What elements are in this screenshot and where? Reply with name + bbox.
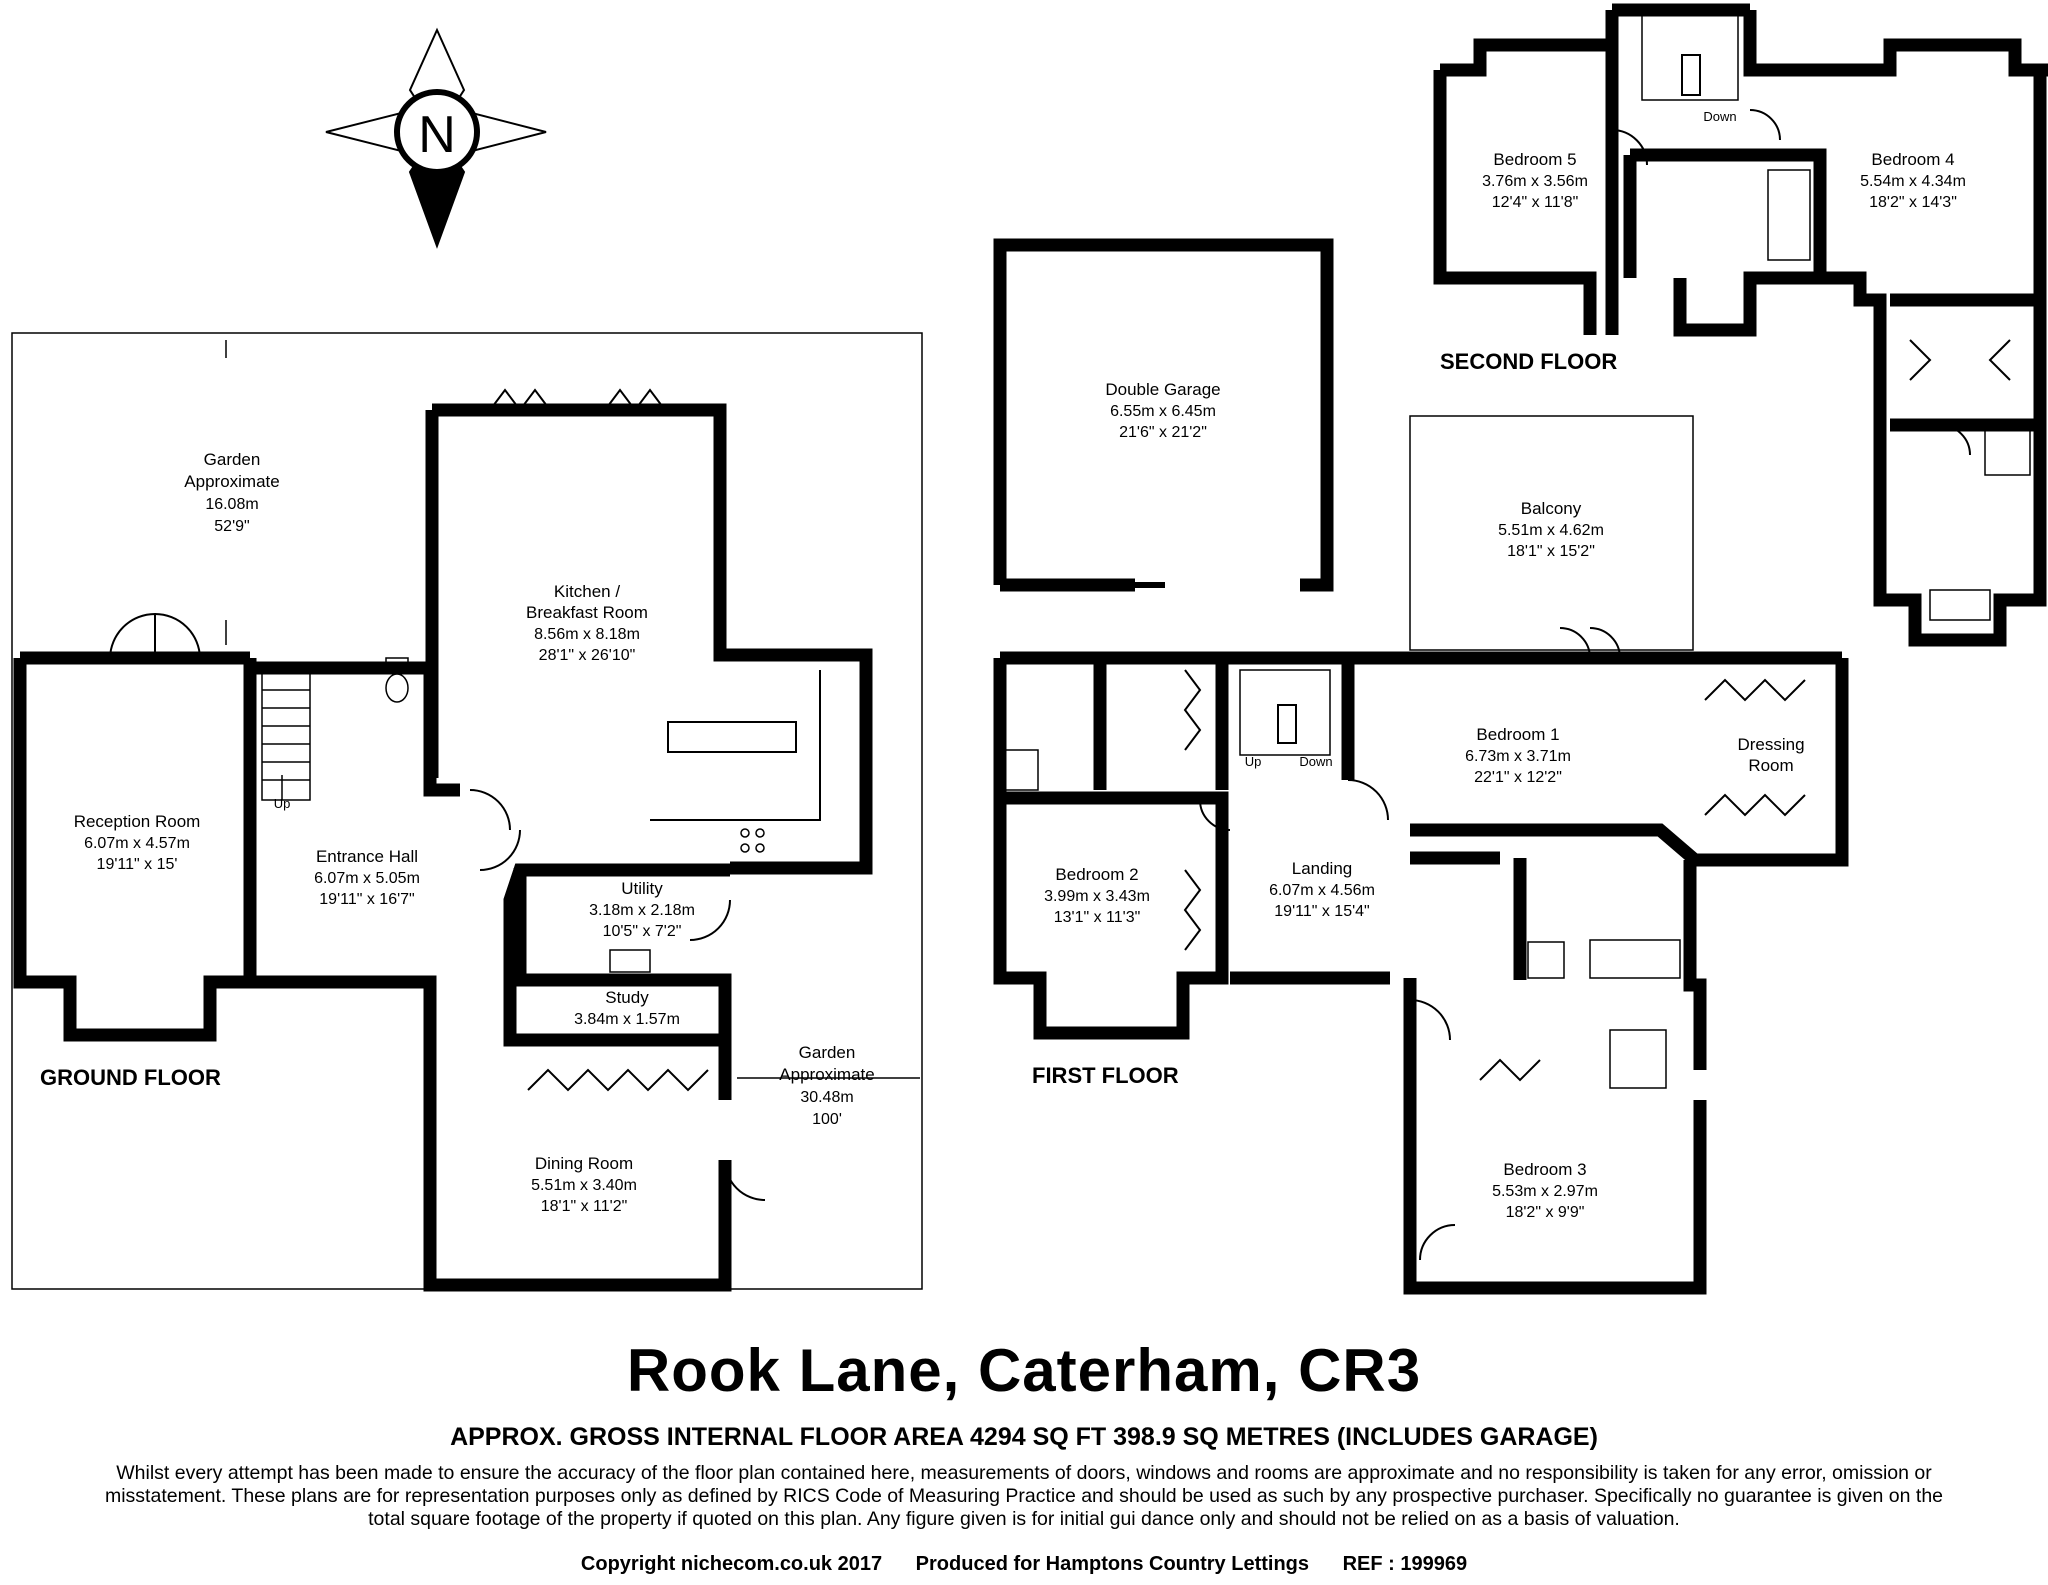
property-title: Rook Lane, Caterham, CR3 (626, 1337, 1422, 1404)
bedroom4-dim-m: 5.54m x 4.34m (1860, 173, 1966, 190)
balcony-dim-ft: 18'1" x 15'2" (1507, 543, 1595, 560)
reception-dim-m: 6.07m x 4.57m (84, 835, 190, 852)
landing-dim-m: 6.07m x 4.56m (1269, 882, 1375, 899)
bedroom5-dim-ft: 12'4" x 11'8" (1492, 194, 1579, 211)
stairs-down-second: Down (1703, 109, 1736, 124)
reference-text: REF : 199969 (1342, 1553, 1468, 1575)
compass-letter: N (418, 106, 456, 164)
reception-dim-ft: 19'11" x 15' (97, 856, 178, 873)
entrance-name: Entrance Hall (316, 847, 418, 866)
garage-dim-m: 6.55m x 6.45m (1110, 403, 1216, 420)
entrance-dim-m: 6.07m x 5.05m (314, 870, 420, 887)
disclaimer-text: Whilst every attempt has been made to en… (104, 1462, 1944, 1530)
floor-label-second: SECOND FLOOR (1440, 349, 1617, 374)
bedroom5-name: Bedroom 5 (1493, 150, 1576, 169)
kitchen-name: Kitchen / (554, 582, 620, 601)
ground-floor-labels: GROUND FLOOR Garden Approximate 16.08m 5… (40, 450, 875, 1215)
kitchen-line2: Breakfast Room (526, 603, 648, 622)
garage-labels: Double Garage 6.55m x 6.45m 21'6" x 21'2… (1105, 380, 1220, 441)
dressing-line2: Room (1748, 756, 1793, 775)
bedroom3-dim-m: 5.53m x 2.97m (1492, 1183, 1598, 1200)
study-dim-m: 3.84m x 1.57m (574, 1011, 680, 1028)
copyright-text: Copyright nichecom.co.uk 2017 (580, 1553, 883, 1575)
kitchen-dim-m: 8.56m x 8.18m (534, 626, 640, 643)
bedroom5-dim-m: 3.76m x 3.56m (1482, 173, 1588, 190)
utility-dim-m: 3.18m x 2.18m (589, 902, 695, 919)
garden-north-name: Garden (204, 450, 261, 469)
floor-area-summary: APPROX. GROSS INTERNAL FLOOR AREA 4294 S… (450, 1423, 1598, 1451)
balcony-dim-m: 5.51m x 4.62m (1498, 522, 1604, 539)
second-floor-labels: SECOND FLOOR Down Bedroom 5 3.76m x 3.56… (1440, 109, 1966, 374)
utility-dim-ft: 10'5" x 7'2" (603, 923, 682, 940)
stairs-up-first: Up (1245, 754, 1262, 769)
garage-dim-ft: 21'6" x 21'2" (1119, 424, 1207, 441)
copyright-line: Copyright nichecom.co.uk 2017 Produced f… (0, 1553, 2048, 1576)
bedroom1-dim-m: 6.73m x 3.71m (1465, 748, 1571, 765)
stairs-up-ground: Up (274, 796, 291, 811)
garden-north-line2: Approximate (184, 472, 279, 491)
north-compass-rose-icon: N (325, 27, 547, 249)
garden-east-dim-m: 30.48m (800, 1089, 853, 1106)
bedroom2-name: Bedroom 2 (1055, 865, 1138, 884)
dining-dim-m: 5.51m x 3.40m (531, 1177, 637, 1194)
garden-north-dim-ft: 52'9" (214, 518, 249, 535)
garden-north-dim-m: 16.08m (205, 496, 258, 513)
landing-dim-ft: 19'11" x 15'4" (1274, 903, 1369, 920)
bedroom1-dim-ft: 22'1" x 12'2" (1474, 769, 1562, 786)
bedroom3-name: Bedroom 3 (1503, 1160, 1586, 1179)
balcony-name: Balcony (1521, 499, 1582, 518)
dressing-name: Dressing (1737, 735, 1804, 754)
produced-for-text: Produced for Hamptons Country Lettings (915, 1553, 1310, 1575)
floor-label-first: FIRST FLOOR (1032, 1063, 1179, 1088)
ground-floor (11, 332, 923, 1292)
dining-dim-ft: 18'1" x 11'2" (541, 1198, 628, 1215)
dining-name: Dining Room (535, 1154, 633, 1173)
study-dim-ft: 12'7" x 5'2" (588, 1032, 667, 1049)
bedroom4-name: Bedroom 4 (1871, 150, 1954, 169)
garden-east-name: Garden (799, 1043, 856, 1062)
bedroom2-dim-ft: 13'1" x 11'3" (1054, 909, 1141, 926)
bedroom2-dim-m: 3.99m x 3.43m (1044, 888, 1150, 905)
utility-name: Utility (621, 879, 663, 898)
floor-label-ground: GROUND FLOOR (40, 1065, 221, 1090)
reception-name: Reception Room (74, 812, 201, 831)
garage-name: Double Garage (1105, 380, 1220, 399)
study-name: Study (605, 988, 649, 1007)
first-floor-labels: FIRST FLOOR Balcony 5.51m x 4.62m 18'1" … (1032, 499, 1805, 1221)
garden-east-line2: Approximate (779, 1065, 874, 1084)
bedroom1-name: Bedroom 1 (1476, 725, 1559, 744)
bedroom3-dim-ft: 18'2" x 9'9" (1506, 1204, 1585, 1221)
kitchen-dim-ft: 28'1" x 26'10" (539, 647, 636, 664)
stairs-down-first: Down (1299, 754, 1332, 769)
double-garage (993, 238, 1334, 592)
first-floor (993, 415, 1849, 1295)
garden-east-dim-ft: 100' (812, 1111, 842, 1128)
landing-name: Landing (1292, 859, 1353, 878)
bedroom4-dim-ft: 18'2" x 14'3" (1869, 194, 1957, 211)
second-floor (1433, 3, 2048, 647)
entrance-dim-ft: 19'11" x 16'7" (319, 891, 414, 908)
